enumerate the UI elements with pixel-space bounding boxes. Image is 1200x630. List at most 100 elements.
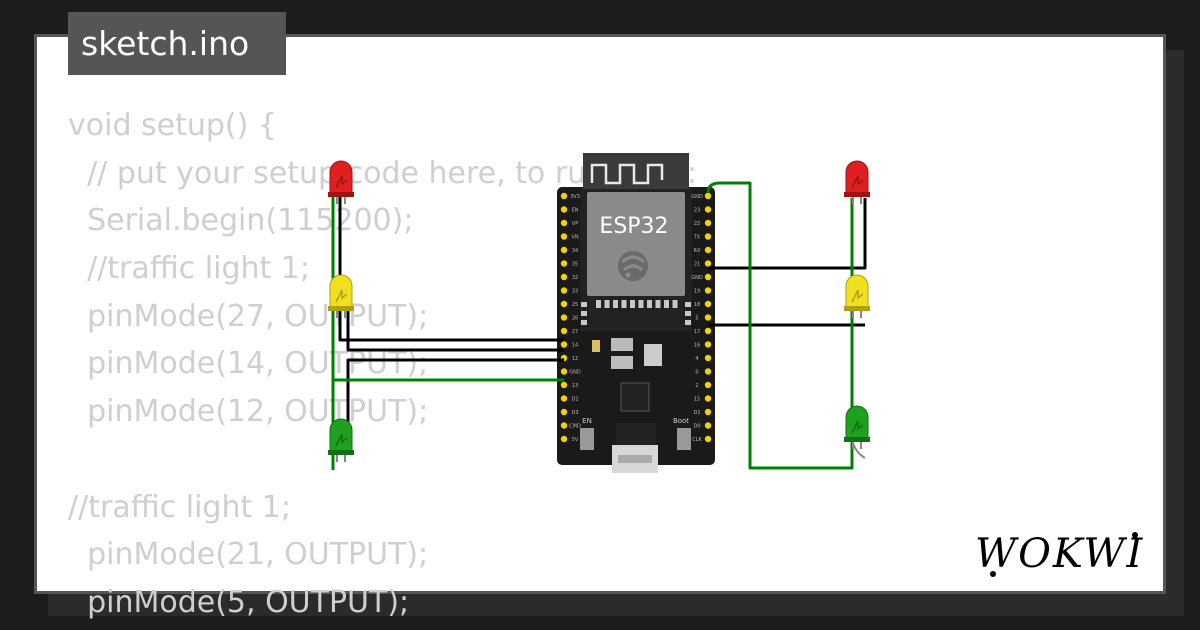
- antenna: [583, 153, 689, 191]
- pin[interactable]: [560, 422, 568, 429]
- pin[interactable]: [704, 422, 712, 429]
- pin-label: TX: [693, 235, 701, 241]
- pin-label: 3V3: [570, 194, 580, 200]
- pin-label: GND: [569, 370, 581, 376]
- file-tab[interactable]: sketch.ino: [68, 12, 286, 75]
- pin[interactable]: [560, 246, 568, 254]
- pin[interactable]: [560, 341, 568, 348]
- led-red-left[interactable]: [328, 160, 354, 204]
- boot-button[interactable]: [677, 428, 691, 450]
- wire-yellow-left: [346, 305, 564, 352]
- pad: [685, 320, 691, 325]
- pin[interactable]: [704, 327, 712, 335]
- pin-label: D3: [571, 410, 578, 416]
- pin[interactable]: [560, 314, 568, 321]
- pin-label: CMD: [569, 424, 581, 430]
- pin-label: 13: [572, 383, 578, 389]
- esp32-board[interactable]: ESP32 EN Boot 3V3ENVPVN34353233252627141…: [557, 153, 715, 473]
- pin-label: 34: [572, 248, 578, 254]
- pad: [672, 300, 678, 308]
- module-pads: [581, 300, 691, 325]
- pad: [630, 300, 635, 308]
- pin-label: 26: [572, 316, 578, 322]
- pin-label: 2: [695, 383, 698, 389]
- pad: [655, 300, 661, 308]
- pin[interactable]: [704, 341, 712, 348]
- pin[interactable]: [704, 246, 712, 254]
- pin-label: 19: [694, 289, 700, 295]
- pin-label: 23: [694, 208, 700, 214]
- pin-label: GND: [691, 275, 703, 281]
- pin[interactable]: [704, 395, 712, 402]
- led-green-right[interactable]: [844, 405, 870, 449]
- usb-port-icon: [612, 423, 658, 473]
- pin-label: 5V: [572, 437, 579, 443]
- pin-label: D1: [693, 410, 700, 416]
- wire-red-right: [708, 198, 867, 270]
- pin[interactable]: [560, 368, 568, 375]
- pin[interactable]: [704, 219, 712, 227]
- pin[interactable]: [560, 260, 568, 267]
- pad: [581, 302, 587, 307]
- pin[interactable]: [560, 435, 568, 443]
- pin[interactable]: [704, 300, 712, 308]
- pin[interactable]: [704, 206, 712, 213]
- code-line: pinMode(21, OUTPUT);: [68, 537, 429, 573]
- pin-label: EN: [572, 208, 579, 214]
- code-line: //traffic light 1;: [68, 251, 311, 287]
- board-label: ESP32: [599, 214, 668, 239]
- pin-label: CLK: [692, 437, 702, 443]
- brand-name: WOKWI: [975, 531, 1144, 577]
- code-line: pinMode(12, OUTPUT);: [68, 394, 429, 430]
- en-label: EN: [582, 417, 592, 425]
- pin[interactable]: [704, 354, 712, 362]
- wire-green-left: [346, 358, 564, 450]
- pad: [581, 311, 587, 316]
- pin[interactable]: [704, 435, 712, 443]
- code-line: void setup() {: [68, 108, 277, 143]
- left-pin-header: 3V3ENVPVN343532332526271412GND13D2D3CMD5…: [560, 192, 581, 443]
- pad: [621, 300, 627, 308]
- led-yellow-left[interactable]: [328, 274, 354, 318]
- pin[interactable]: [560, 233, 568, 240]
- pin[interactable]: [704, 381, 712, 389]
- led-yellow-right[interactable]: [844, 274, 870, 318]
- pin-label: 17: [694, 329, 700, 335]
- pin[interactable]: [560, 219, 568, 227]
- pin[interactable]: [704, 192, 712, 200]
- pin[interactable]: [704, 287, 712, 294]
- pin[interactable]: [560, 395, 568, 402]
- wokwi-logo-icon[interactable]: WOKWI: [975, 527, 1153, 583]
- pin[interactable]: [704, 233, 712, 240]
- pin[interactable]: [704, 368, 712, 375]
- code-line: pinMode(27, OUTPUT);: [68, 298, 429, 334]
- pin-label: 33: [572, 289, 578, 295]
- pin-label: 35: [572, 262, 578, 268]
- usb-uart-chip: [620, 382, 650, 412]
- led-red-right[interactable]: [844, 160, 870, 204]
- pin[interactable]: [560, 408, 568, 416]
- pin[interactable]: [704, 273, 712, 281]
- pad: [685, 311, 691, 316]
- pad: [638, 300, 644, 308]
- pin-label: 27: [572, 329, 578, 335]
- pin[interactable]: [560, 273, 568, 281]
- pin[interactable]: [560, 300, 568, 308]
- pin[interactable]: [704, 408, 712, 416]
- pin[interactable]: [560, 192, 568, 200]
- pin-label: 12: [572, 356, 578, 362]
- pin[interactable]: [704, 314, 712, 321]
- code-line: //traffic light 1;: [68, 489, 291, 525]
- led-green-left[interactable]: [328, 418, 354, 462]
- pin[interactable]: [560, 287, 568, 294]
- leds: [328, 160, 870, 462]
- espressif-logo-icon: [618, 251, 648, 281]
- pin-label: D0: [693, 424, 700, 430]
- pin[interactable]: [560, 381, 568, 389]
- pin[interactable]: [704, 260, 712, 267]
- pin[interactable]: [560, 327, 568, 335]
- pin[interactable]: [560, 206, 568, 213]
- en-button[interactable]: [580, 428, 594, 450]
